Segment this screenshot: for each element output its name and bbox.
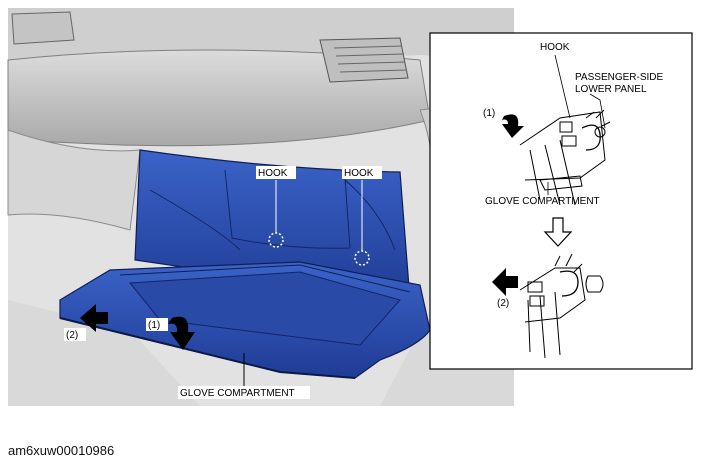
label-glove-compartment-inset: GLOVE COMPARTMENT <box>485 196 600 207</box>
label-hook-right: HOOK <box>342 166 382 179</box>
svg-text:(1): (1) <box>148 320 160 331</box>
leader-hook-inset <box>554 54 571 119</box>
upper-panel-peg <box>594 126 606 138</box>
svg-text:HOOK: HOOK <box>344 168 374 179</box>
figure-id: am6xuw00010986 <box>8 443 115 458</box>
arrow-step-2-inset <box>492 268 518 296</box>
lower-dash-left <box>7 129 141 231</box>
svg-text:(2): (2) <box>66 330 78 341</box>
door-inner-tray <box>129 271 401 346</box>
lower-bracket-a <box>527 281 543 293</box>
arrow-step-2-main <box>80 304 108 332</box>
lower-hook-prongs <box>554 253 583 273</box>
svg-text:GLOVE COMPARTMENT: GLOVE COMPARTMENT <box>180 388 295 399</box>
air-vent <box>319 37 409 83</box>
arrow-step-1-main <box>168 316 195 350</box>
compartment-inner-wall <box>134 149 411 301</box>
lower-hook-clip <box>559 270 579 297</box>
leader-panel-inset <box>589 93 606 129</box>
compartment-ridges <box>149 169 396 251</box>
left-vent <box>11 11 75 45</box>
upper-bracket-b <box>561 135 577 147</box>
floor-left <box>8 300 200 406</box>
lower-bracket-b <box>529 295 545 307</box>
label-step-1-inset: (1) <box>483 108 495 119</box>
label-step-1-main: (1) <box>146 318 168 331</box>
label-hook-left: HOOK <box>256 166 296 179</box>
upper-detail <box>519 109 611 206</box>
door-bottom-edge <box>59 317 356 379</box>
upper-hook-clip <box>581 124 601 151</box>
label-hook-inset: HOOK <box>540 42 570 53</box>
label-step-2-inset: (2) <box>497 298 509 309</box>
lower-compartment-edge <box>519 267 586 323</box>
detail-inset: HOOK PASSENGER-SIDE LOWER PANEL (1) GLOV… <box>429 32 693 370</box>
lower-detail <box>519 253 604 359</box>
label-passenger-panel-line2: LOWER PANEL <box>575 84 647 95</box>
upper-bracket-a <box>559 121 573 133</box>
lower-panel-peg <box>585 275 604 293</box>
vent-slats <box>333 45 407 73</box>
dashboard-panel <box>7 49 431 147</box>
arrow-step-1-inset <box>502 114 524 138</box>
label-step-2-main: (2) <box>64 328 86 341</box>
inset-frame <box>429 32 693 370</box>
down-arrow <box>543 217 573 247</box>
label-glove-compartment-main: GLOVE COMPARTMENT <box>178 386 310 399</box>
upper-compartment-ribs <box>529 139 576 206</box>
svg-text:HOOK: HOOK <box>258 168 288 179</box>
door-rim <box>119 264 411 293</box>
label-passenger-panel-line1: PASSENGER-SIDE <box>575 72 663 83</box>
upper-compartment-rail <box>539 175 583 191</box>
upper-hook-prongs <box>585 109 611 127</box>
